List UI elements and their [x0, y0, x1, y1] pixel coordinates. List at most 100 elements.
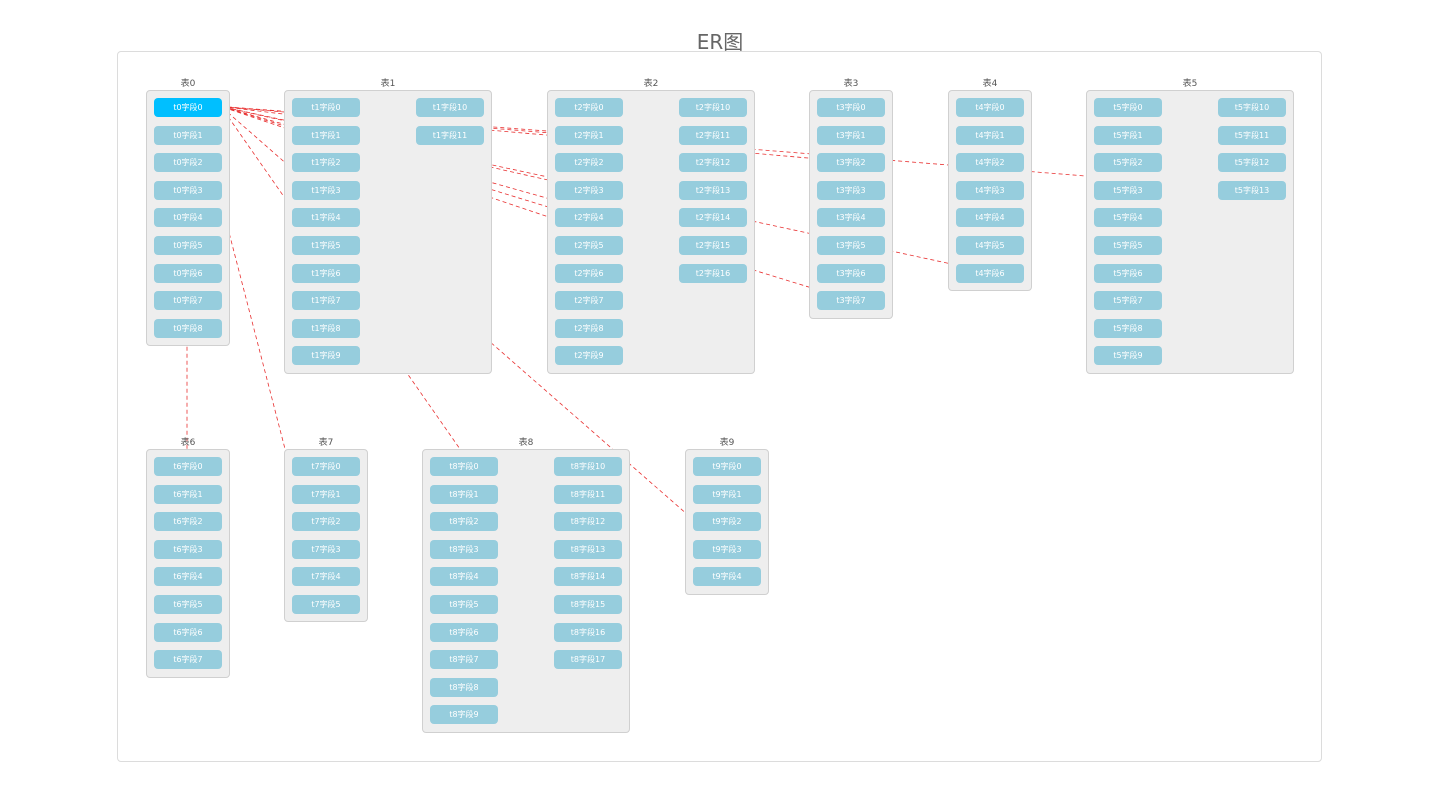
- field-t2-16[interactable]: t2字段16: [679, 263, 747, 283]
- field-t5-7[interactable]: t5字段7: [1094, 291, 1162, 311]
- field-t8-9[interactable]: t8字段9: [430, 705, 498, 725]
- field-t5-12[interactable]: t5字段12: [1218, 153, 1286, 173]
- field-t7-3[interactable]: t7字段3: [292, 539, 360, 559]
- field-t3-1[interactable]: t3字段1: [817, 125, 885, 145]
- field-t3-0[interactable]: t3字段0: [817, 98, 885, 117]
- field-t1-3[interactable]: t1字段3: [292, 180, 360, 200]
- field-t8-11[interactable]: t8字段11: [554, 484, 622, 504]
- field-t2-0[interactable]: t2字段0: [555, 98, 623, 117]
- field-t2-15[interactable]: t2字段15: [679, 236, 747, 255]
- field-t8-5[interactable]: t8字段5: [430, 595, 498, 614]
- field-t4-2[interactable]: t4字段2: [956, 153, 1024, 173]
- field-t0-4[interactable]: t0字段4: [154, 208, 222, 228]
- field-t1-10[interactable]: t1字段10: [416, 98, 484, 117]
- field-t8-6[interactable]: t8字段6: [430, 622, 498, 642]
- field-t8-10[interactable]: t8字段10: [554, 457, 622, 476]
- field-t2-5[interactable]: t2字段5: [555, 236, 623, 255]
- field-t1-0[interactable]: t1字段0: [292, 98, 360, 117]
- field-t0-8[interactable]: t0字段8: [154, 318, 222, 338]
- field-t4-1[interactable]: t4字段1: [956, 125, 1024, 145]
- field-t4-0[interactable]: t4字段0: [956, 98, 1024, 117]
- field-t6-7[interactable]: t6字段7: [154, 650, 222, 670]
- field-t5-0[interactable]: t5字段0: [1094, 98, 1162, 117]
- field-t9-0[interactable]: t9字段0: [693, 457, 761, 476]
- field-t2-9[interactable]: t2字段9: [555, 346, 623, 366]
- field-t2-10[interactable]: t2字段10: [679, 98, 747, 117]
- field-t6-0[interactable]: t6字段0: [154, 457, 222, 476]
- field-t8-8[interactable]: t8字段8: [430, 677, 498, 697]
- field-t5-1[interactable]: t5字段1: [1094, 125, 1162, 145]
- field-t5-4[interactable]: t5字段4: [1094, 208, 1162, 228]
- field-t5-2[interactable]: t5字段2: [1094, 153, 1162, 173]
- field-t3-6[interactable]: t3字段6: [817, 263, 885, 283]
- field-t1-1[interactable]: t1字段1: [292, 125, 360, 145]
- field-t2-8[interactable]: t2字段8: [555, 318, 623, 338]
- field-t8-13[interactable]: t8字段13: [554, 539, 622, 559]
- field-t8-12[interactable]: t8字段12: [554, 512, 622, 532]
- field-t6-6[interactable]: t6字段6: [154, 622, 222, 642]
- field-t5-5[interactable]: t5字段5: [1094, 236, 1162, 255]
- field-t0-7[interactable]: t0字段7: [154, 291, 222, 311]
- field-t0-6[interactable]: t0字段6: [154, 263, 222, 283]
- field-t7-1[interactable]: t7字段1: [292, 484, 360, 504]
- field-t9-2[interactable]: t9字段2: [693, 512, 761, 532]
- field-t2-7[interactable]: t2字段7: [555, 291, 623, 311]
- field-t2-11[interactable]: t2字段11: [679, 125, 747, 145]
- field-t6-3[interactable]: t6字段3: [154, 539, 222, 559]
- field-t4-6[interactable]: t4字段6: [956, 263, 1024, 283]
- field-t2-6[interactable]: t2字段6: [555, 263, 623, 283]
- field-t1-5[interactable]: t1字段5: [292, 236, 360, 255]
- field-t0-5[interactable]: t0字段5: [154, 236, 222, 255]
- field-t5-11[interactable]: t5字段11: [1218, 125, 1286, 145]
- field-t7-2[interactable]: t7字段2: [292, 512, 360, 532]
- field-t0-1[interactable]: t0字段1: [154, 125, 222, 145]
- field-t1-9[interactable]: t1字段9: [292, 346, 360, 366]
- field-t2-3[interactable]: t2字段3: [555, 180, 623, 200]
- field-t8-17[interactable]: t8字段17: [554, 650, 622, 670]
- field-t4-4[interactable]: t4字段4: [956, 208, 1024, 228]
- field-t1-11[interactable]: t1字段11: [416, 125, 484, 145]
- field-t0-3[interactable]: t0字段3: [154, 180, 222, 200]
- field-t8-2[interactable]: t8字段2: [430, 512, 498, 532]
- field-t3-7[interactable]: t3字段7: [817, 291, 885, 311]
- field-t6-5[interactable]: t6字段5: [154, 595, 222, 614]
- field-t8-3[interactable]: t8字段3: [430, 539, 498, 559]
- field-t1-4[interactable]: t1字段4: [292, 208, 360, 228]
- field-t4-5[interactable]: t4字段5: [956, 236, 1024, 255]
- field-t6-4[interactable]: t6字段4: [154, 567, 222, 587]
- field-t7-4[interactable]: t7字段4: [292, 567, 360, 587]
- field-t8-14[interactable]: t8字段14: [554, 567, 622, 587]
- field-t8-4[interactable]: t8字段4: [430, 567, 498, 587]
- field-t9-1[interactable]: t9字段1: [693, 484, 761, 504]
- field-t8-16[interactable]: t8字段16: [554, 622, 622, 642]
- field-t2-2[interactable]: t2字段2: [555, 153, 623, 173]
- field-t6-1[interactable]: t6字段1: [154, 484, 222, 504]
- field-t7-5[interactable]: t7字段5: [292, 595, 360, 614]
- field-t2-4[interactable]: t2字段4: [555, 208, 623, 228]
- field-t1-8[interactable]: t1字段8: [292, 318, 360, 338]
- field-t5-6[interactable]: t5字段6: [1094, 263, 1162, 283]
- field-t2-13[interactable]: t2字段13: [679, 180, 747, 200]
- field-t3-4[interactable]: t3字段4: [817, 208, 885, 228]
- field-t3-2[interactable]: t3字段2: [817, 153, 885, 173]
- field-t5-10[interactable]: t5字段10: [1218, 98, 1286, 117]
- field-t5-8[interactable]: t5字段8: [1094, 318, 1162, 338]
- field-t0-0[interactable]: t0字段0: [154, 98, 222, 117]
- field-t5-3[interactable]: t5字段3: [1094, 180, 1162, 200]
- field-t8-0[interactable]: t8字段0: [430, 457, 498, 476]
- field-t4-3[interactable]: t4字段3: [956, 180, 1024, 200]
- field-t3-5[interactable]: t3字段5: [817, 236, 885, 255]
- field-t8-1[interactable]: t8字段1: [430, 484, 498, 504]
- field-t8-15[interactable]: t8字段15: [554, 595, 622, 614]
- field-t2-1[interactable]: t2字段1: [555, 125, 623, 145]
- field-t5-9[interactable]: t5字段9: [1094, 346, 1162, 366]
